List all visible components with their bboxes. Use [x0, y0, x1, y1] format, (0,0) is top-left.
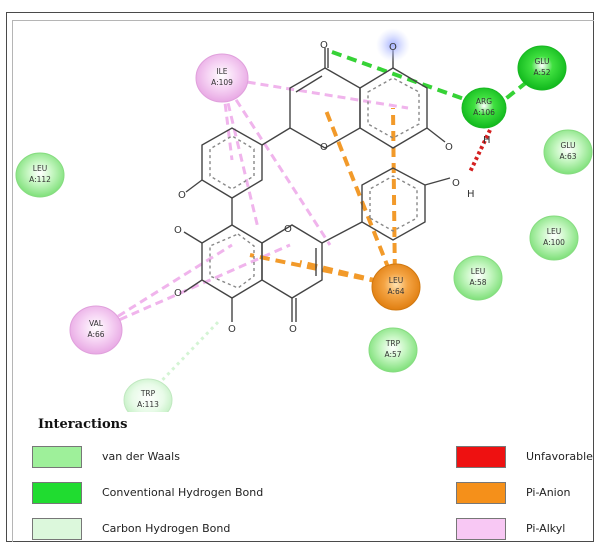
pi-alkyl-line: [221, 76, 409, 110]
ligand-structure: [183, 48, 451, 322]
residue-name: LEU: [33, 164, 47, 173]
residue-trp-a113[interactable]: TRP A:113: [123, 378, 173, 412]
residue-name: GLU: [534, 57, 549, 66]
residue-number: A:63: [559, 152, 576, 161]
residue-name: ARG: [476, 97, 492, 106]
outer-frame: [6, 12, 594, 542]
inner-frame: [12, 20, 594, 542]
oxygen-atom-label: O: [174, 288, 182, 299]
residue-name: LEU: [389, 276, 403, 285]
residue-number: A:58: [469, 278, 486, 287]
legend-label: Unfavorable: [526, 450, 593, 463]
legend-swatch: [456, 446, 506, 468]
oxygen-atom-label: O: [320, 142, 328, 153]
pi-anion-line: [323, 107, 397, 286]
residue-number: A:52: [533, 68, 550, 77]
residue-number: A:109: [211, 78, 233, 87]
residue-leu-a64[interactable]: LEU A:64: [371, 263, 421, 311]
legend-swatch: [456, 482, 506, 504]
oxygen-atom-label: O: [445, 142, 453, 153]
legend-swatch: [32, 518, 82, 540]
oxygen-atom-label: O: [228, 324, 236, 335]
atom-highlight: [376, 28, 410, 62]
residue-name: LEU: [471, 267, 485, 276]
oxygen-atom-label: O: [178, 190, 186, 201]
legend-label: Pi-Anion: [526, 486, 571, 499]
pi-anion-line: [391, 107, 397, 286]
residue-name: GLU: [560, 141, 575, 150]
carbon-hbond-line: [146, 318, 222, 397]
residue-leu-a112[interactable]: LEU A:112: [15, 152, 65, 198]
oxygen-atom-label: O: [289, 324, 297, 335]
oxygen-atom-label: O: [320, 40, 328, 51]
residue-name: VAL: [89, 319, 104, 328]
residue-val-a66[interactable]: VAL A:66: [69, 305, 123, 355]
legend-title: Interactions: [38, 417, 128, 432]
residue-number: A:106: [473, 108, 495, 117]
hydrogen-atom-label: H: [483, 135, 491, 146]
residues: ILE A:109 GLU A:52 ARG A:106 GLU A:63 LE…: [15, 45, 593, 412]
ligand-interaction-diagram: O O O O H O O H O O O O O ILE A:109 GLU …: [15, 28, 593, 412]
oxygen-atom-label: O: [389, 42, 397, 53]
residue-name: TRP: [385, 339, 401, 348]
legend-label: Pi-Alkyl: [526, 522, 566, 535]
pi-alkyl-line: [220, 77, 332, 246]
residue-name: TRP: [140, 389, 156, 398]
oxygen-atom-label: O: [174, 225, 182, 236]
residue-glu-a52[interactable]: GLU A:52: [517, 45, 567, 91]
residue-glu-a63[interactable]: GLU A:63: [543, 129, 593, 175]
legend-label: Carbon Hydrogen Bond: [102, 522, 231, 535]
oxygen-atom-label: O: [284, 224, 292, 235]
legend-swatch: [32, 446, 82, 468]
residue-number: A:112: [29, 175, 51, 184]
legend-swatch: [32, 482, 82, 504]
residue-leu-a58[interactable]: LEU A:58: [453, 255, 503, 301]
residue-name: LEU: [547, 227, 561, 236]
legend-label: van der Waals: [102, 450, 180, 463]
oxygen-atom-label: O: [452, 178, 460, 189]
hydrogen-atom-label: H: [467, 189, 475, 200]
residue-number: A:57: [384, 350, 401, 359]
residue-trp-a57[interactable]: TRP A:57: [368, 327, 418, 373]
pi-alkyl-line: [95, 243, 291, 332]
pi-alkyl-line: [95, 243, 233, 332]
residue-number: A:66: [87, 330, 104, 339]
interactions-legend: Interactions van der Waals Conventional …: [22, 412, 594, 542]
legend-label: Conventional Hydrogen Bond: [102, 486, 264, 499]
residue-ile-a109[interactable]: ILE A:109: [195, 53, 249, 103]
residue-name: ILE: [216, 67, 227, 76]
residue-arg-a106[interactable]: ARG A:106: [461, 87, 507, 129]
unfavorable-line: [468, 129, 492, 173]
residue-number: A:100: [543, 238, 565, 247]
residue-number: A:113: [137, 400, 159, 409]
residue-leu-a100[interactable]: LEU A:100: [529, 215, 579, 261]
residue-number: A:64: [387, 287, 404, 296]
atom-labels: O O O O H O O H O O O O O: [174, 40, 491, 335]
conventional-hbond-line: [331, 50, 479, 106]
legend-swatch: [456, 518, 506, 540]
